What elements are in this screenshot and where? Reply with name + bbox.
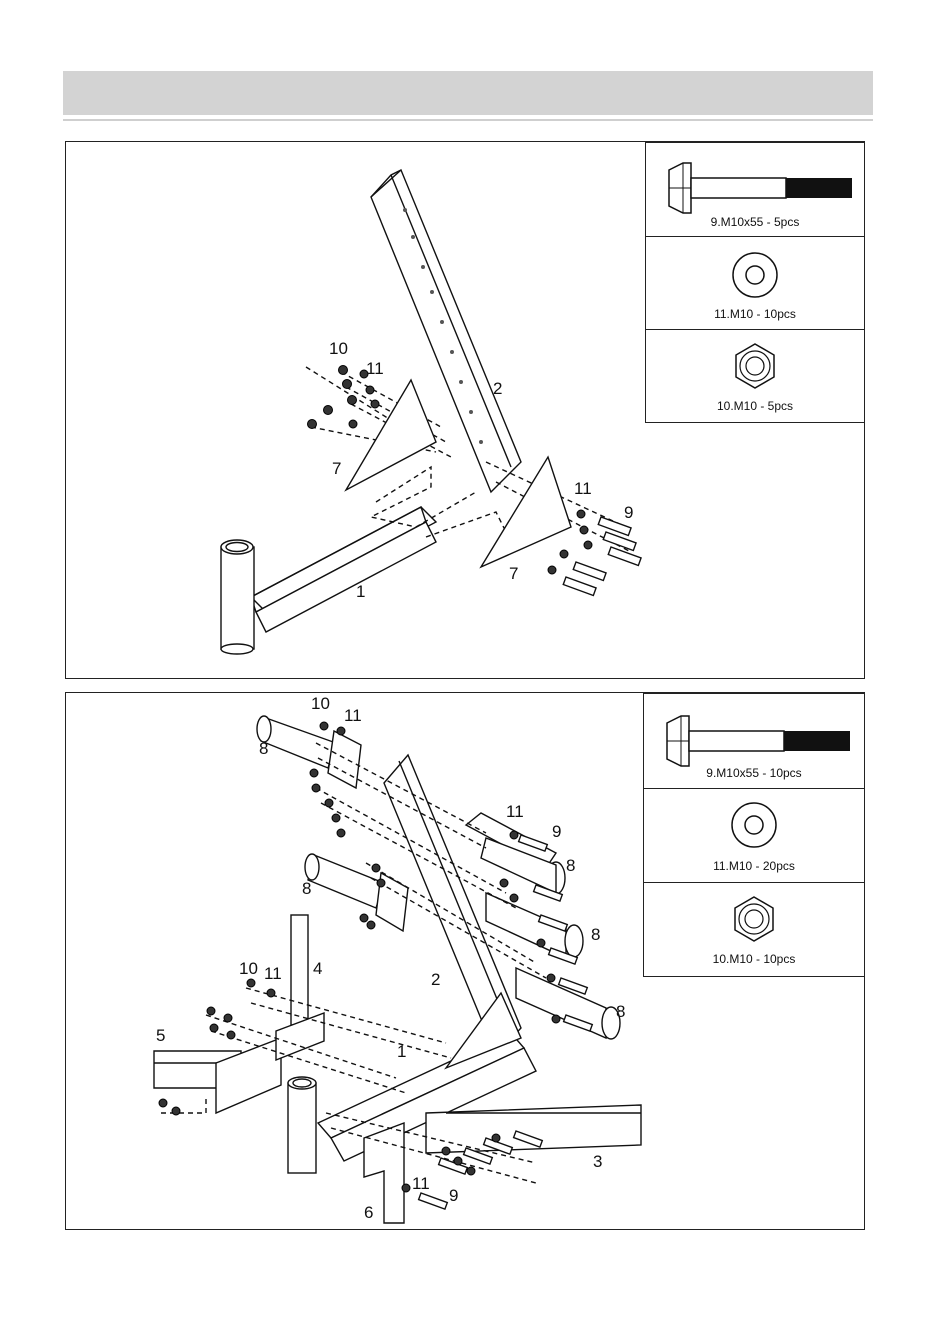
callout-arm-right: 3: [593, 1153, 602, 1170]
callout-washer-left: 11: [366, 360, 384, 377]
callout-washer-top: 11: [344, 707, 362, 724]
assembly-step-2: 10 11 8 11 9 8 8 8 10 11 4 2 8 5 1 3 11 …: [65, 692, 865, 1230]
callout-post: 4: [313, 960, 322, 977]
hardware-item-washer: 11.M10 - 10pcs: [646, 236, 864, 330]
hardware-list-step-2: 9.M10x55 - 10pcs 11.M10 - 20pcs 10.M10 -…: [643, 693, 865, 977]
bolt-icon: [659, 711, 859, 771]
callout-gusset-left: 7: [332, 460, 341, 477]
callout-peg-right-2: 8: [591, 926, 600, 943]
hardware-item-nut: 10.M10 - 10pcs: [644, 882, 864, 976]
callout-upright: 2: [493, 380, 502, 397]
hardware-item-washer: 11.M10 - 20pcs: [644, 788, 864, 883]
section-header-bar: [63, 71, 873, 115]
washer-icon: [730, 250, 780, 300]
hex-nut-icon: [729, 894, 779, 944]
callout-leg: 6: [364, 1204, 373, 1221]
callout-peg-right-3: 8: [616, 1003, 625, 1020]
hardware-label-washer: 11.M10 - 20pcs: [644, 859, 864, 873]
hardware-list-step-1: 9.M10x55 - 5pcs 11.M10 - 10pcs 10.M10 - …: [645, 142, 865, 423]
vertical-post: [291, 915, 308, 1025]
bolt-group-right: [563, 517, 641, 595]
storage-peg-left: [308, 855, 384, 908]
callout-peg-right-1: 8: [566, 857, 575, 874]
hardware-label-nut: 10.M10 - 10pcs: [644, 952, 864, 966]
hardware-label-bolt: 9.M10x55 - 5pcs: [646, 215, 864, 229]
callout-nut-top: 10: [311, 695, 330, 712]
callout-peg-top-left: 8: [259, 740, 268, 757]
callout-bolt-bottom: 9: [449, 1187, 458, 1204]
hardware-label-washer: 11.M10 - 10pcs: [646, 307, 864, 321]
callout-peg-left-2: 8: [302, 880, 311, 897]
callout-bolt: 9: [624, 504, 633, 521]
washer-icon: [729, 800, 779, 850]
callout-base: 1: [397, 1043, 406, 1060]
callout-bolt-mid: 9: [552, 823, 561, 840]
callout-nut-left: 10: [239, 960, 258, 977]
hardware-item-bolt: 9.M10x55 - 5pcs: [646, 143, 864, 237]
callout-upright: 2: [431, 971, 440, 988]
callout-washer-bottom: 11: [412, 1175, 430, 1192]
callout-washer-mid: 11: [506, 803, 524, 820]
callout-washer-left: 11: [264, 965, 282, 982]
gusset-plate-left: [346, 380, 436, 490]
bolt-icon: [661, 158, 861, 218]
base-tube: [251, 507, 436, 612]
callout-gusset-right: 7: [509, 565, 518, 582]
callout-washer-right: 11: [574, 480, 592, 497]
callout-arm-left: 5: [156, 1027, 165, 1044]
hex-nut-icon: [730, 341, 780, 391]
right-arm: [426, 1105, 641, 1153]
hardware-label-nut: 10.M10 - 5pcs: [646, 399, 864, 413]
callout-base: 1: [356, 583, 365, 600]
hardware-item-nut: 10.M10 - 5pcs: [646, 329, 864, 422]
hardware-label-bolt: 9.M10x55 - 10pcs: [644, 766, 864, 780]
callout-nut: 10: [329, 340, 348, 357]
assembly-step-1: 10 11 2 7 11 9 7 1 9.M10x55 - 5pcs 11.M1…: [65, 141, 865, 679]
header-divider: [63, 119, 873, 121]
hardware-item-bolt: 9.M10x55 - 10pcs: [644, 694, 864, 789]
